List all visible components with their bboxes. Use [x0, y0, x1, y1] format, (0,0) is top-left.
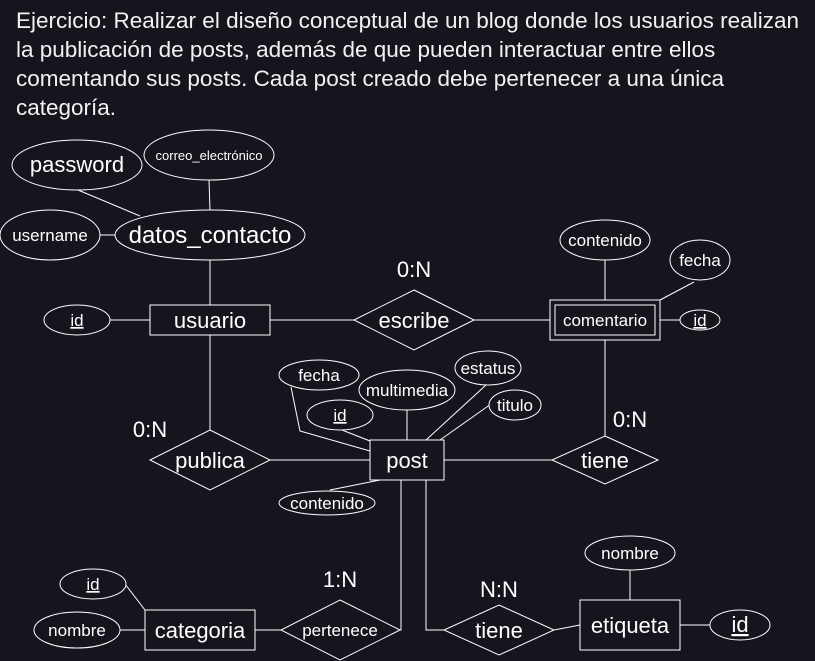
- cardinality-tiene-etiqueta: N:N: [480, 577, 518, 602]
- attribute-correo-electronico: correo_electrónico: [143, 129, 275, 181]
- attribute-password: password: [11, 139, 143, 191]
- entity-usuario: usuario: [149, 304, 271, 336]
- svg-text:id: id: [333, 406, 346, 425]
- attribute-etiqueta-nombre: nombre: [584, 535, 676, 571]
- svg-text:fecha: fecha: [679, 251, 721, 270]
- connection-lines: [77, 179, 710, 631]
- attribute-post-multimedia: multimedia: [358, 369, 456, 411]
- relationship-publica: publica: [148, 429, 272, 491]
- svg-text:tiene: tiene: [475, 618, 523, 643]
- cardinality-pertenece: 1:N: [323, 567, 357, 592]
- svg-text:tiene: tiene: [581, 448, 629, 473]
- attribute-post-fecha: fecha: [278, 359, 360, 391]
- svg-text:fecha: fecha: [298, 366, 340, 385]
- svg-text:publica: publica: [175, 448, 245, 473]
- attribute-post-contenido: contenido: [278, 490, 376, 516]
- svg-text:escribe: escribe: [379, 308, 450, 333]
- svg-text:datos_contacto: datos_contacto: [129, 222, 292, 249]
- svg-text:comentario: comentario: [563, 311, 647, 330]
- svg-text:username: username: [12, 226, 88, 245]
- attribute-etiqueta-id: id: [709, 609, 771, 641]
- svg-text:id: id: [731, 612, 748, 637]
- cardinality-publica: 0:N: [133, 417, 167, 442]
- relationship-pertenece: pertenece: [279, 599, 402, 661]
- relationship-tiene-etiqueta: tiene: [442, 604, 556, 656]
- attribute-comentario-fecha: fecha: [669, 239, 731, 281]
- cardinality-tiene-comentario: 0:N: [613, 407, 647, 432]
- entity-categoria: categoria: [144, 609, 256, 651]
- svg-text:nombre: nombre: [601, 544, 659, 563]
- svg-text:id: id: [70, 311, 83, 330]
- svg-text:post: post: [386, 448, 428, 473]
- attribute-datos-contacto: datos_contacto: [114, 209, 306, 261]
- svg-text:usuario: usuario: [174, 308, 246, 333]
- attribute-post-estatus: estatus: [454, 350, 522, 386]
- entity-post: post: [369, 439, 445, 481]
- svg-text:id: id: [86, 575, 99, 594]
- relationship-tiene-comentario: tiene: [550, 435, 660, 485]
- svg-text:password: password: [30, 152, 124, 177]
- svg-text:multimedia: multimedia: [366, 381, 449, 400]
- svg-text:estatus: estatus: [461, 359, 516, 378]
- svg-text:correo_electrónico: correo_electrónico: [156, 148, 263, 163]
- attribute-post-id: id: [306, 399, 374, 431]
- svg-text:contenido: contenido: [568, 231, 642, 250]
- attribute-categoria-id: id: [59, 568, 127, 600]
- svg-text:etiqueta: etiqueta: [591, 613, 670, 638]
- cardinality-escribe: 0:N: [397, 257, 431, 282]
- svg-text:nombre: nombre: [48, 621, 106, 640]
- entity-comentario: comentario: [549, 299, 661, 341]
- svg-text:id: id: [693, 311, 706, 330]
- svg-text:pertenece: pertenece: [302, 621, 378, 640]
- exercise-statement: Ejercicio: Realizar el diseño conceptual…: [16, 8, 799, 120]
- attribute-comentario-id: id: [679, 309, 721, 331]
- svg-text:contenido: contenido: [290, 494, 364, 513]
- entity-etiqueta: etiqueta: [579, 599, 681, 651]
- relationship-escribe: escribe: [352, 289, 476, 351]
- svg-text:categoria: categoria: [155, 618, 246, 643]
- attribute-comentario-contenido: contenido: [559, 219, 651, 261]
- attribute-usuario-id: id: [43, 304, 111, 336]
- attribute-post-titulo: titulo: [488, 389, 542, 421]
- svg-text:titulo: titulo: [497, 396, 533, 415]
- attribute-categoria-nombre: nombre: [33, 611, 121, 649]
- attribute-username: username: [0, 209, 101, 261]
